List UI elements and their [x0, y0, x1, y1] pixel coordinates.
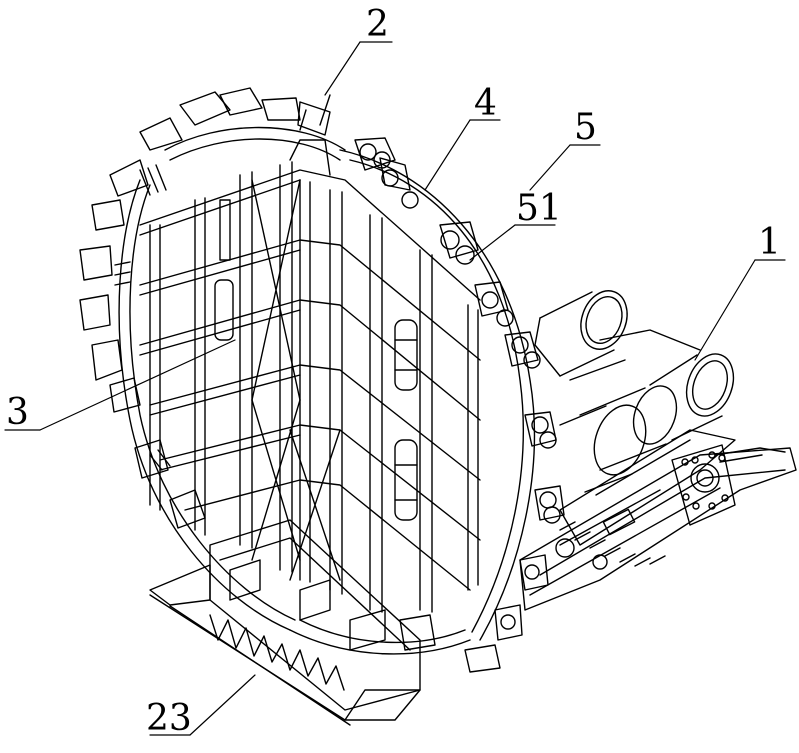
label-base-teeth: 23 — [146, 698, 192, 739]
label-cutter-mount: 4 — [474, 83, 497, 124]
label-inner-frame: 3 — [6, 392, 29, 433]
inner-frame — [140, 95, 480, 612]
crawler-chassis — [520, 430, 796, 610]
cutterhead-ring — [119, 128, 534, 654]
label-cutterhead-ring: 2 — [366, 4, 389, 45]
label-crawler-chassis: 1 — [758, 222, 781, 263]
label-roller: 51 — [516, 188, 562, 229]
label-roller-assembly: 5 — [574, 107, 597, 148]
